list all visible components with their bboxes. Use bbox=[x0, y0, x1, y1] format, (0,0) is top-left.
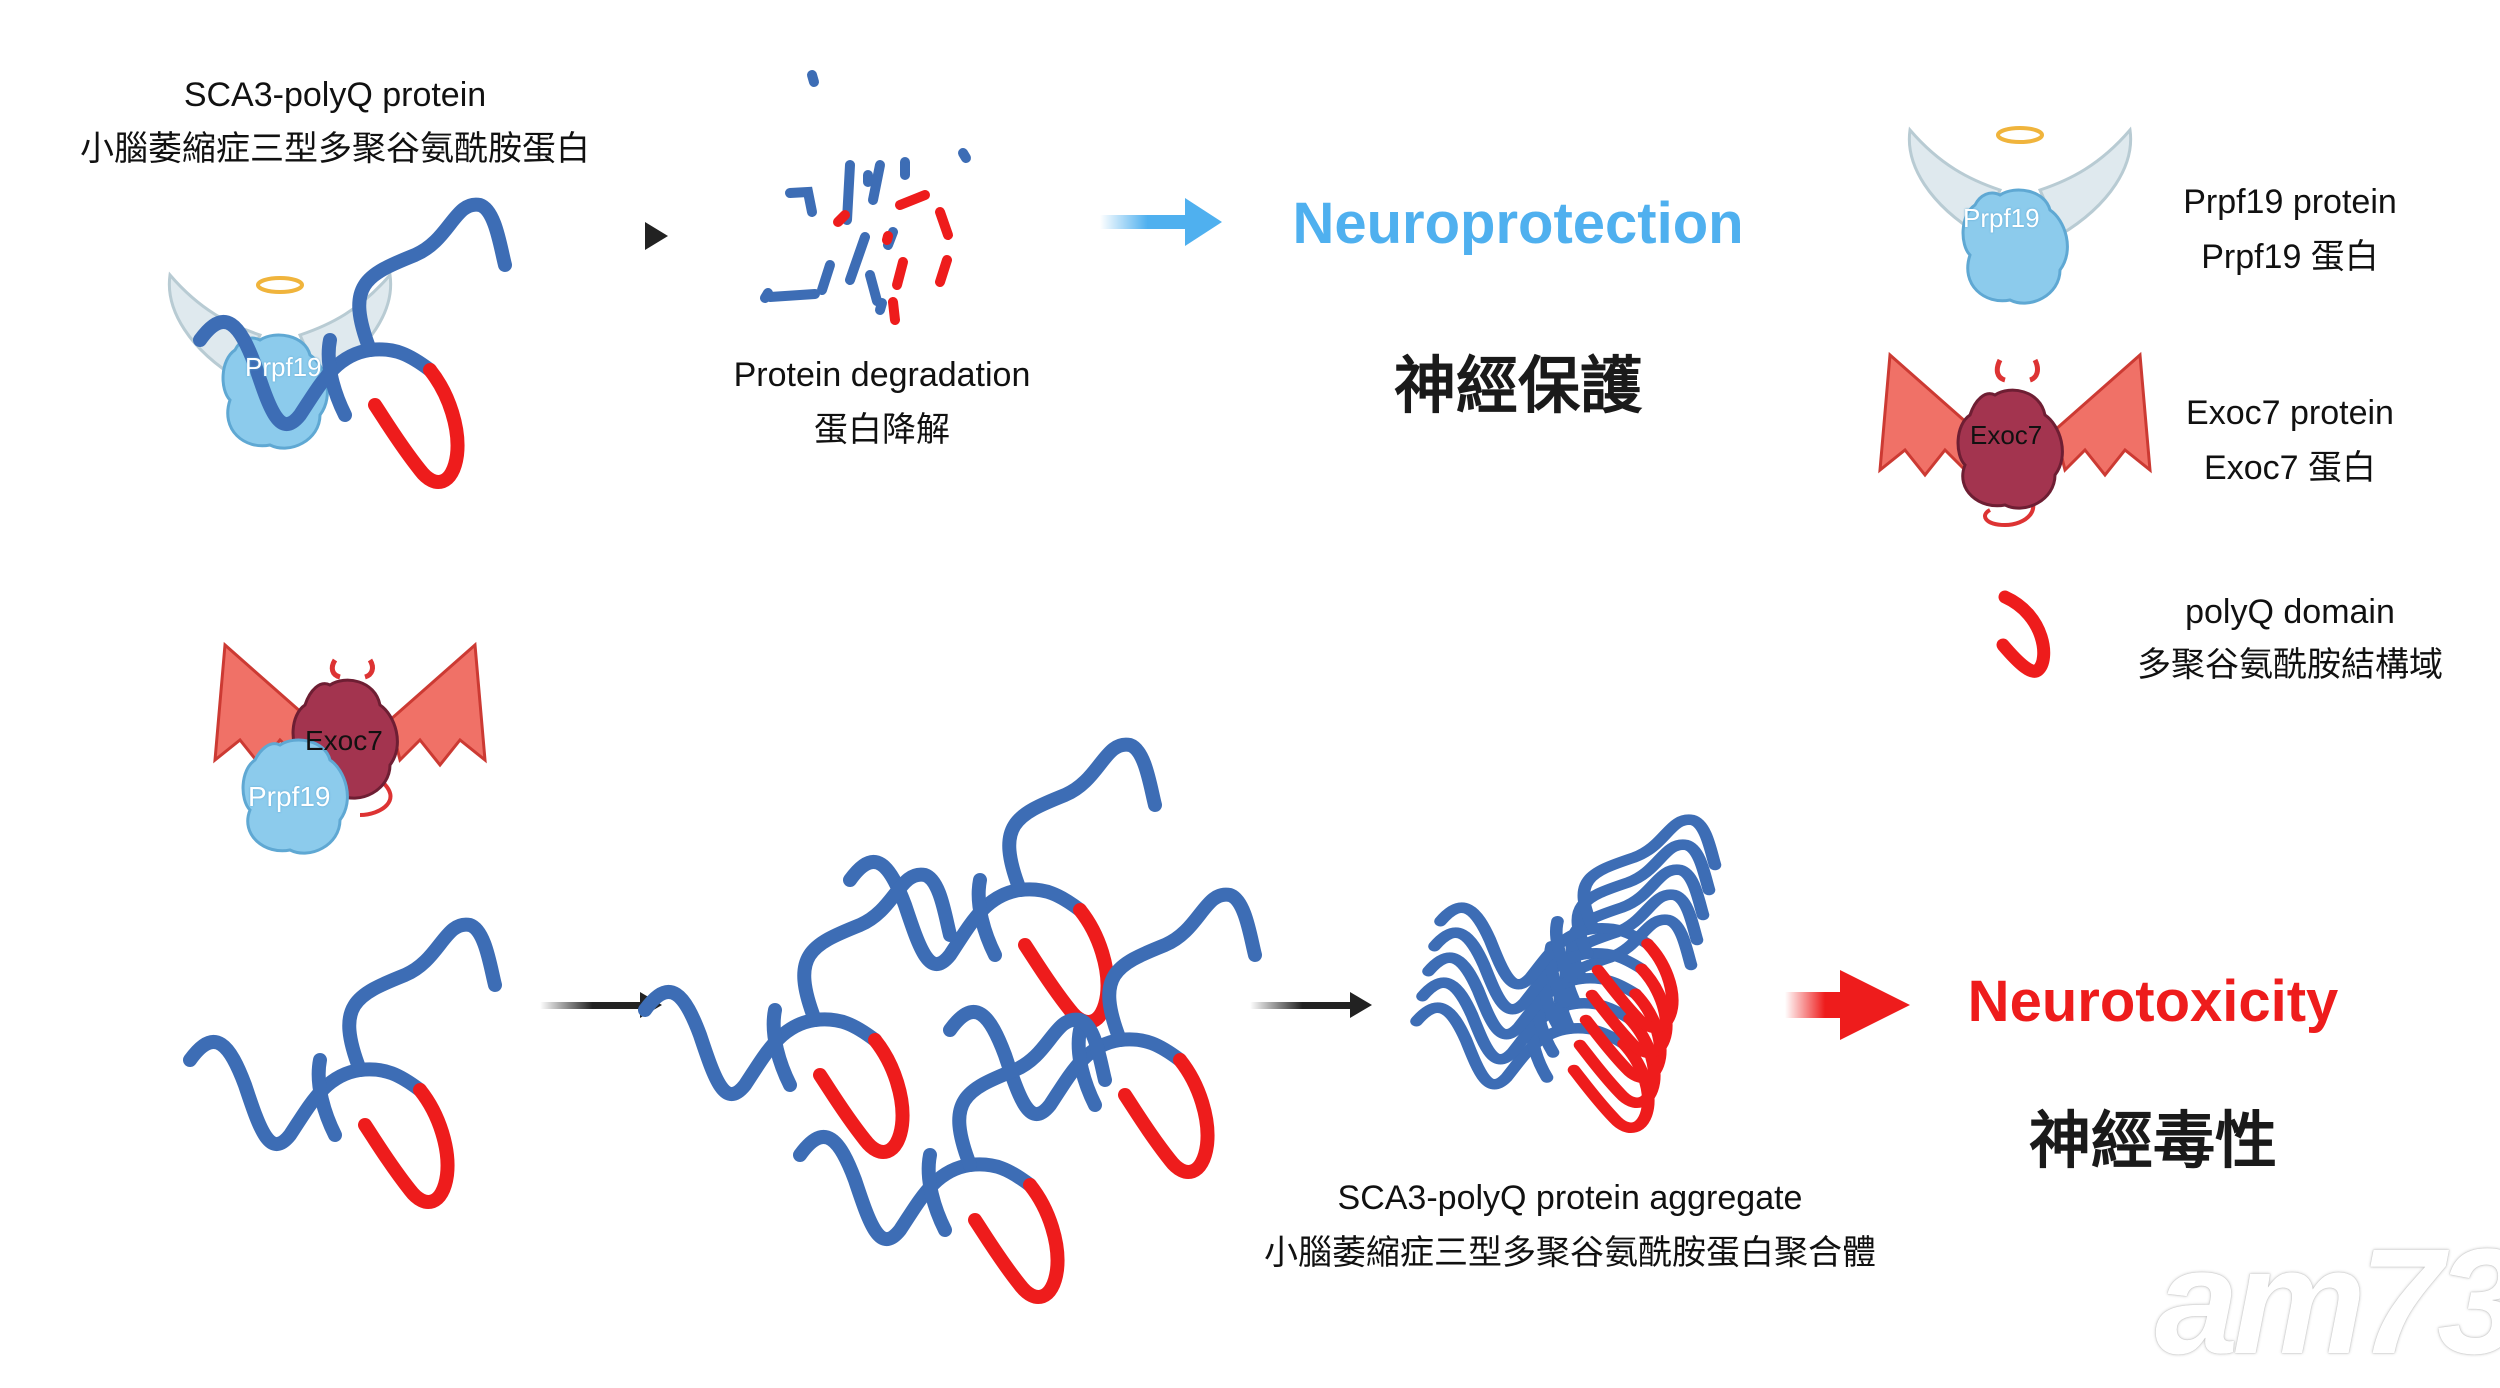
arrow-to-aggregate-icon bbox=[1250, 992, 1372, 1018]
legend-exoc7-label-en: Exoc7 protein bbox=[2186, 394, 2394, 432]
neuroprotection-title: Neuroprotection bbox=[1292, 191, 1744, 256]
degraded-fragments-icon bbox=[760, 70, 971, 325]
single-protein-chain bbox=[190, 925, 495, 1202]
legend-polyq-label-zh: 多聚谷氨酰胺結構域 bbox=[2137, 646, 2443, 684]
aggregate-icon bbox=[1417, 820, 1716, 1128]
legend-polyq-icon bbox=[1996, 590, 2051, 678]
aggregate-label-zh: 小腦萎縮症三型多聚谷氨酰胺蛋白聚合體 bbox=[1264, 1234, 1876, 1272]
neurotoxicity-arrow-icon bbox=[1785, 970, 1910, 1040]
prpf19-icon-label: Prpf19 bbox=[245, 352, 322, 382]
neurotoxicity-title: Neurotoxicity bbox=[1967, 969, 2339, 1034]
protein-label-en: SCA3-polyQ protein bbox=[183, 76, 487, 114]
top-protein-complex bbox=[167, 205, 505, 482]
legend-prpf19-label-zh: Prpf19 蛋白 bbox=[2201, 238, 2379, 276]
dashed-arrow-icon bbox=[542, 222, 668, 250]
legend-exoc7-icon bbox=[1878, 353, 2152, 528]
complex-exoc7-label: Exoc7 bbox=[305, 725, 383, 756]
protein-label-zh: 小腦萎縮症三型多聚谷氨酰胺蛋白 bbox=[80, 130, 590, 168]
watermark-logo: am730 bbox=[2155, 1217, 2500, 1385]
legend-exoc7-label-zh: Exoc7 蛋白 bbox=[2204, 449, 2376, 487]
degradation-label-zh: 蛋白降解 bbox=[814, 411, 950, 449]
legend-prpf19-icon-text: Prpf19 bbox=[1963, 203, 2040, 233]
neuroprotection-title-zh: 神經保護 bbox=[1393, 352, 1643, 421]
legend-prpf19-label-en: Prpf19 protein bbox=[2183, 183, 2397, 221]
legend-prpf19-icon bbox=[1907, 126, 2133, 305]
neurotoxicity-title-zh: 神經毒性 bbox=[2028, 1107, 2278, 1176]
legend-polyq-label-en: polyQ domain bbox=[2185, 593, 2395, 631]
legend-exoc7-icon-text: Exoc7 bbox=[1970, 420, 2043, 450]
exoc7-prpf19-complex-icon bbox=[213, 643, 487, 855]
complex-prpf19-label: Prpf19 bbox=[248, 781, 331, 812]
degradation-label-en: Protein degradation bbox=[733, 356, 1031, 394]
neuroprotection-arrow-icon bbox=[1100, 198, 1222, 246]
oligomer-cluster bbox=[645, 745, 1255, 1297]
aggregate-label-en: SCA3-polyQ protein aggregate bbox=[1337, 1179, 1803, 1217]
